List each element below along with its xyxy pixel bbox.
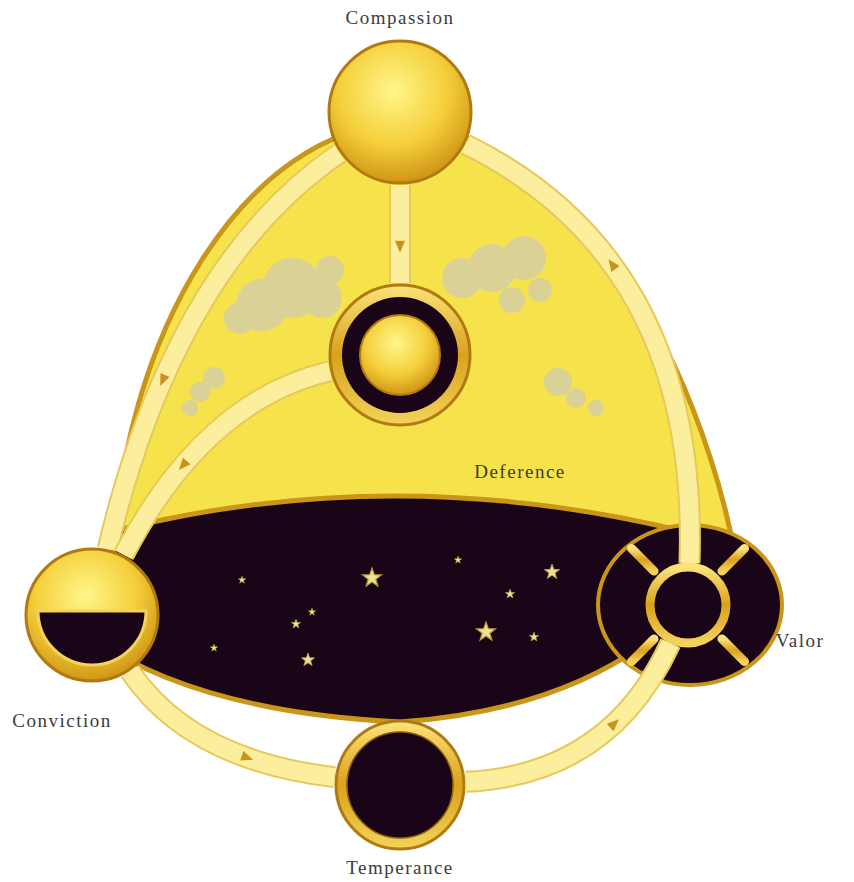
band-fill <box>130 671 334 777</box>
flow-band <box>395 185 405 283</box>
arrowhead <box>608 259 619 272</box>
band-edge <box>130 671 334 777</box>
sun-ray <box>608 601 640 610</box>
sun-ray <box>736 601 768 610</box>
virtue-label: Temperance <box>346 858 454 879</box>
circle-symbol <box>646 563 730 647</box>
band-fill <box>465 144 689 563</box>
band-fill <box>391 185 409 283</box>
arrowhead <box>179 458 191 470</box>
band-edge <box>108 153 340 549</box>
flow-band <box>465 144 689 563</box>
band-edge <box>389 185 411 283</box>
circle-symbol <box>328 283 472 427</box>
sun-ray <box>631 639 654 662</box>
band-edge <box>124 371 330 555</box>
gold-core <box>360 315 440 395</box>
virtue-label: Conviction <box>12 711 111 732</box>
circle-symbol <box>334 719 466 851</box>
sun-ring <box>650 567 726 643</box>
sun-ray <box>631 548 654 571</box>
band-fill <box>108 153 340 549</box>
sun-ray <box>722 548 745 571</box>
virtue-circle: Temperance <box>334 719 466 851</box>
flow-band <box>124 371 330 555</box>
sun-ray <box>684 653 693 685</box>
band-edge <box>465 144 689 563</box>
flow-band <box>130 671 334 777</box>
dark-ring <box>342 297 458 413</box>
circle-symbol <box>327 39 473 185</box>
virtue-label: Valor <box>776 631 825 652</box>
flow-band <box>108 153 340 549</box>
virtue-circle: Compassion <box>327 39 473 185</box>
arrowhead <box>160 373 169 386</box>
virtue-label: Compassion <box>346 8 455 29</box>
gold-ring <box>330 285 470 425</box>
virtue-circle: Conviction <box>24 547 160 683</box>
band-edge <box>466 643 671 782</box>
flow-band <box>466 643 671 782</box>
arrowhead <box>607 719 619 731</box>
virtue-circle: Valor <box>646 563 730 647</box>
circle-symbol <box>24 547 160 683</box>
dark-half <box>38 611 146 665</box>
arrowhead <box>240 751 253 760</box>
virtue-label: Deference <box>474 462 566 483</box>
gold-orb <box>329 41 471 183</box>
arrowhead <box>395 241 405 253</box>
valor-backdrop <box>598 525 782 685</box>
stars <box>210 556 559 666</box>
sun-ray <box>722 639 745 662</box>
dark-disc <box>347 732 453 838</box>
band-fill <box>466 643 671 782</box>
sun-ray <box>684 525 693 557</box>
gold-ring <box>336 721 464 849</box>
virtue-circle: Deference <box>328 283 472 427</box>
band-fill <box>124 371 330 555</box>
gold-orb <box>26 549 158 681</box>
